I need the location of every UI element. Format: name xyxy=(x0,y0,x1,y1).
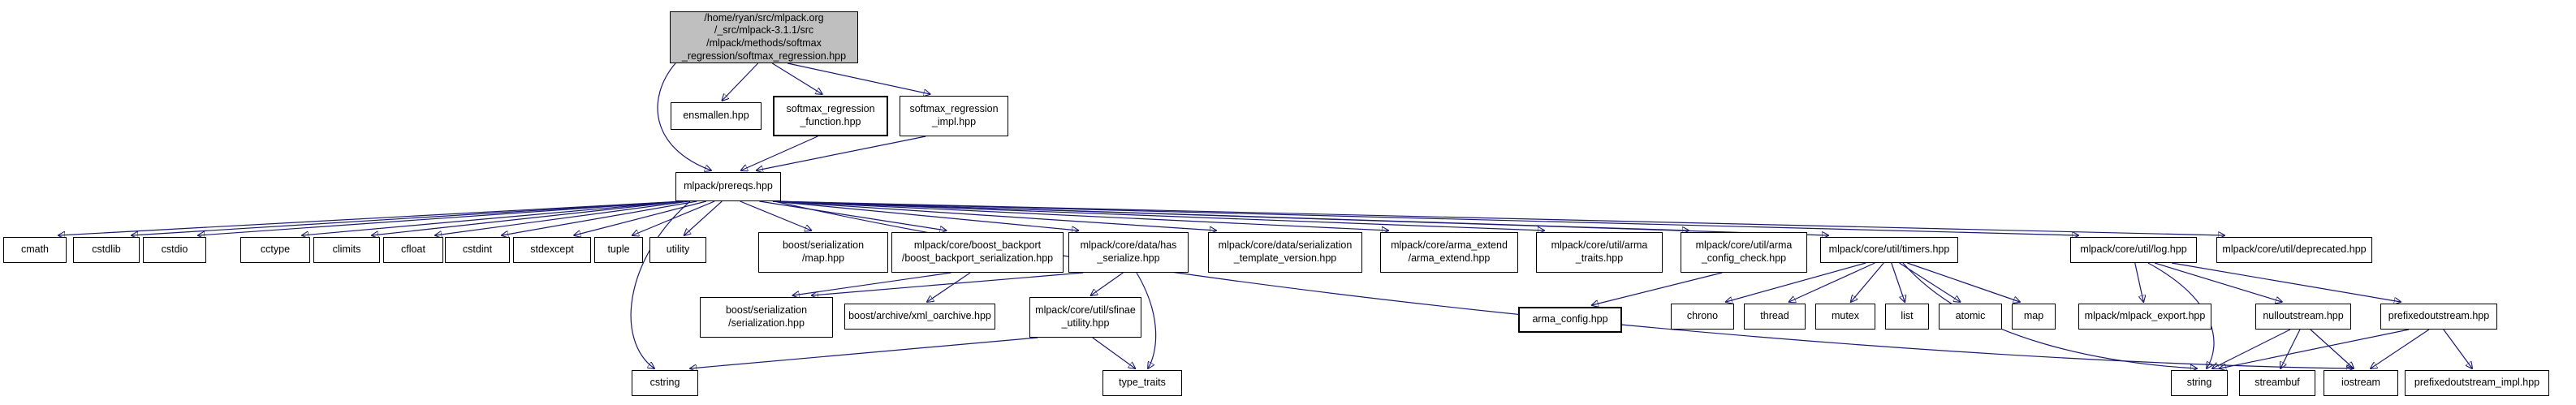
graph-edge-fn-prereqs xyxy=(741,136,818,170)
graph-node-arma_cfg_check[interactable]: mlpack/core/util/arma _config_check.hpp xyxy=(1681,232,1807,273)
graph-node-tuple[interactable]: tuple xyxy=(594,237,643,263)
graph-node-type_traits[interactable]: type_traits xyxy=(1102,370,1182,396)
graph-edge-prereqs-climits xyxy=(372,200,684,235)
graph-edge-nulloutstream-streambuf xyxy=(2280,329,2301,368)
graph-edge-main-impl xyxy=(787,62,930,94)
graph-node-xml_oarchive[interactable]: boost/archive/xml_oarchive.hpp xyxy=(844,304,995,330)
graph-node-utility[interactable]: utility xyxy=(649,237,706,263)
graph-node-ser_ser[interactable]: boost/serialization /serialization.hpp xyxy=(700,297,833,338)
graph-edge-prereqs-log xyxy=(772,200,2078,235)
graph-node-cstdio[interactable]: cstdio xyxy=(143,237,206,263)
graph-edge-prefixedoutstream-string xyxy=(2220,329,2410,368)
graph-node-cstring[interactable]: cstring xyxy=(632,370,698,396)
graph-node-ser_map[interactable]: boost/serialization /map.hpp xyxy=(758,232,888,273)
graph-edge-nulloutstream-string xyxy=(2212,329,2291,368)
graph-node-timers[interactable]: mlpack/core/util/timers.hpp xyxy=(1820,237,1958,263)
graph-edge-prereqs-cstdlib xyxy=(132,200,684,235)
graph-edge-sfinae-cstring xyxy=(690,337,1038,368)
graph-node-sfinae[interactable]: mlpack/core/util/sfinae _utility.hpp xyxy=(1029,297,1141,338)
graph-node-log[interactable]: mlpack/core/util/log.hpp xyxy=(2070,237,2197,263)
graph-node-cstdlib[interactable]: cstdlib xyxy=(73,237,140,263)
graph-edge-prereqs-arma_extend xyxy=(772,200,1388,231)
graph-edge-arma_cfg_check-arma_config xyxy=(1592,272,1723,305)
graph-edge-has_serialize-ser_ser xyxy=(812,272,1084,295)
graph-edge-prereqs-deprecated xyxy=(772,200,2224,235)
graph-node-map[interactable]: map xyxy=(2012,304,2056,330)
graph-node-chrono[interactable]: chrono xyxy=(1671,304,1734,330)
graph-node-backport[interactable]: mlpack/core/boost_backport /boost_backpo… xyxy=(891,232,1064,273)
graph-node-thread[interactable]: thread xyxy=(1744,304,1806,330)
graph-node-list[interactable]: list xyxy=(1885,304,1929,330)
graph-edge-sfinae-type_traits xyxy=(1092,337,1136,368)
graph-node-cmath[interactable]: cmath xyxy=(3,237,67,263)
graph-node-cctype[interactable]: cctype xyxy=(240,237,310,263)
graph-edge-main-prereqs xyxy=(657,62,711,170)
graph-edge-timers-mutex xyxy=(1851,262,1884,302)
graph-node-atomic[interactable]: atomic xyxy=(1939,304,2002,330)
graph-node-cfloat[interactable]: cfloat xyxy=(383,237,443,263)
graph-node-mlpack_export[interactable]: mlpack/mlpack_export.hpp xyxy=(2078,304,2211,330)
graph-edge-timers-list xyxy=(1891,262,1905,302)
graph-edge-timers-chrono xyxy=(1726,262,1866,302)
graph-node-has_serialize[interactable]: mlpack/core/data/has _serialize.hpp xyxy=(1068,232,1189,273)
graph-node-arma_traits[interactable]: mlpack/core/util/arma _traits.hpp xyxy=(1536,232,1663,273)
graph-edge-prereqs-cstdint xyxy=(502,200,697,235)
graph-edge-prereqs-timers xyxy=(772,200,1828,235)
graph-edge-timers-thread xyxy=(1789,262,1875,302)
graph-edge-prefixedoutstream-iostream xyxy=(2371,329,2430,368)
graph-edge-prefixedoutstream-prefixed_impl xyxy=(2443,329,2472,368)
graph-node-impl[interactable]: softmax_regression _impl.hpp xyxy=(900,96,1008,136)
graph-node-fn[interactable]: softmax_regression _function.hpp xyxy=(773,96,888,136)
graph-edge-prereqs-stv xyxy=(772,200,1216,231)
graph-edge-backport-xml_oarchive xyxy=(927,272,971,302)
graph-node-prefixedoutstream[interactable]: prefixedoutstream.hpp xyxy=(2380,304,2497,330)
graph-node-cstdint[interactable]: cstdint xyxy=(445,237,510,263)
graph-node-arma_config[interactable]: arma_config.hpp xyxy=(1518,307,1622,333)
graph-node-deprecated[interactable]: mlpack/core/util/deprecated.hpp xyxy=(2216,237,2372,263)
graph-edge-timers-string xyxy=(1902,262,2197,368)
graph-node-ensmallen[interactable]: ensmallen.hpp xyxy=(671,102,762,130)
graph-edge-prereqs-ser_map xyxy=(740,200,812,231)
graph-node-string[interactable]: string xyxy=(2171,370,2228,396)
graph-node-climits[interactable]: climits xyxy=(313,237,380,263)
graph-edge-timers-map xyxy=(1907,262,2020,302)
graph-edge-prereqs-cfloat xyxy=(435,200,689,235)
graph-edge-main-ensmallen xyxy=(722,62,759,101)
graph-edge-prereqs-cmath xyxy=(58,200,684,235)
graph-edge-log-prefixedoutstream xyxy=(2171,262,2401,302)
graph-edge-prereqs-utility xyxy=(684,200,723,235)
graph-node-streambuf[interactable]: streambuf xyxy=(2239,370,2315,396)
graph-node-nulloutstream[interactable]: nulloutstream.hpp xyxy=(2255,304,2351,330)
graph-edge-has_serialize-sfinae xyxy=(1091,272,1124,295)
graph-edge-prereqs-backport xyxy=(759,200,946,231)
graph-node-iostream[interactable]: iostream xyxy=(2324,370,2398,396)
graph-edge-prereqs-arma_traits xyxy=(772,200,1544,231)
graph-edge-prereqs-cstdio xyxy=(198,200,684,235)
graph-node-arma_extend[interactable]: mlpack/core/arma_extend /arma_extend.hpp xyxy=(1380,232,1518,273)
graph-node-main[interactable]: /home/ryan/src/mlpack.org /_src/mlpack-3… xyxy=(670,11,858,63)
graph-node-prereqs[interactable]: mlpack/prereqs.hpp xyxy=(675,172,781,201)
graph-edge-impl-prereqs xyxy=(757,136,926,170)
graph-edge-has_serialize-type_traits xyxy=(1136,272,1157,368)
graph-node-mutex[interactable]: mutex xyxy=(1815,304,1875,330)
graph-edge-nulloutstream-iostream xyxy=(2310,329,2354,368)
graph-edge-prereqs-cctype xyxy=(302,200,684,235)
graph-node-stv[interactable]: mlpack/core/data/serialization _template… xyxy=(1208,232,1362,273)
graph-edge-log-mlpack_export xyxy=(2134,262,2144,302)
graph-edge-prereqs-cstring xyxy=(630,200,691,368)
graph-edge-prereqs-has_serialize xyxy=(772,200,1078,231)
graph-node-stdexcept[interactable]: stdexcept xyxy=(513,237,591,263)
graph-node-prefixed_impl[interactable]: prefixedoutstream_impl.hpp xyxy=(2405,370,2549,396)
graph-edge-log-nulloutstream xyxy=(2154,262,2282,302)
graph-edge-backport-ser_ser xyxy=(793,272,951,295)
graph-edge-main-fn xyxy=(771,62,822,94)
